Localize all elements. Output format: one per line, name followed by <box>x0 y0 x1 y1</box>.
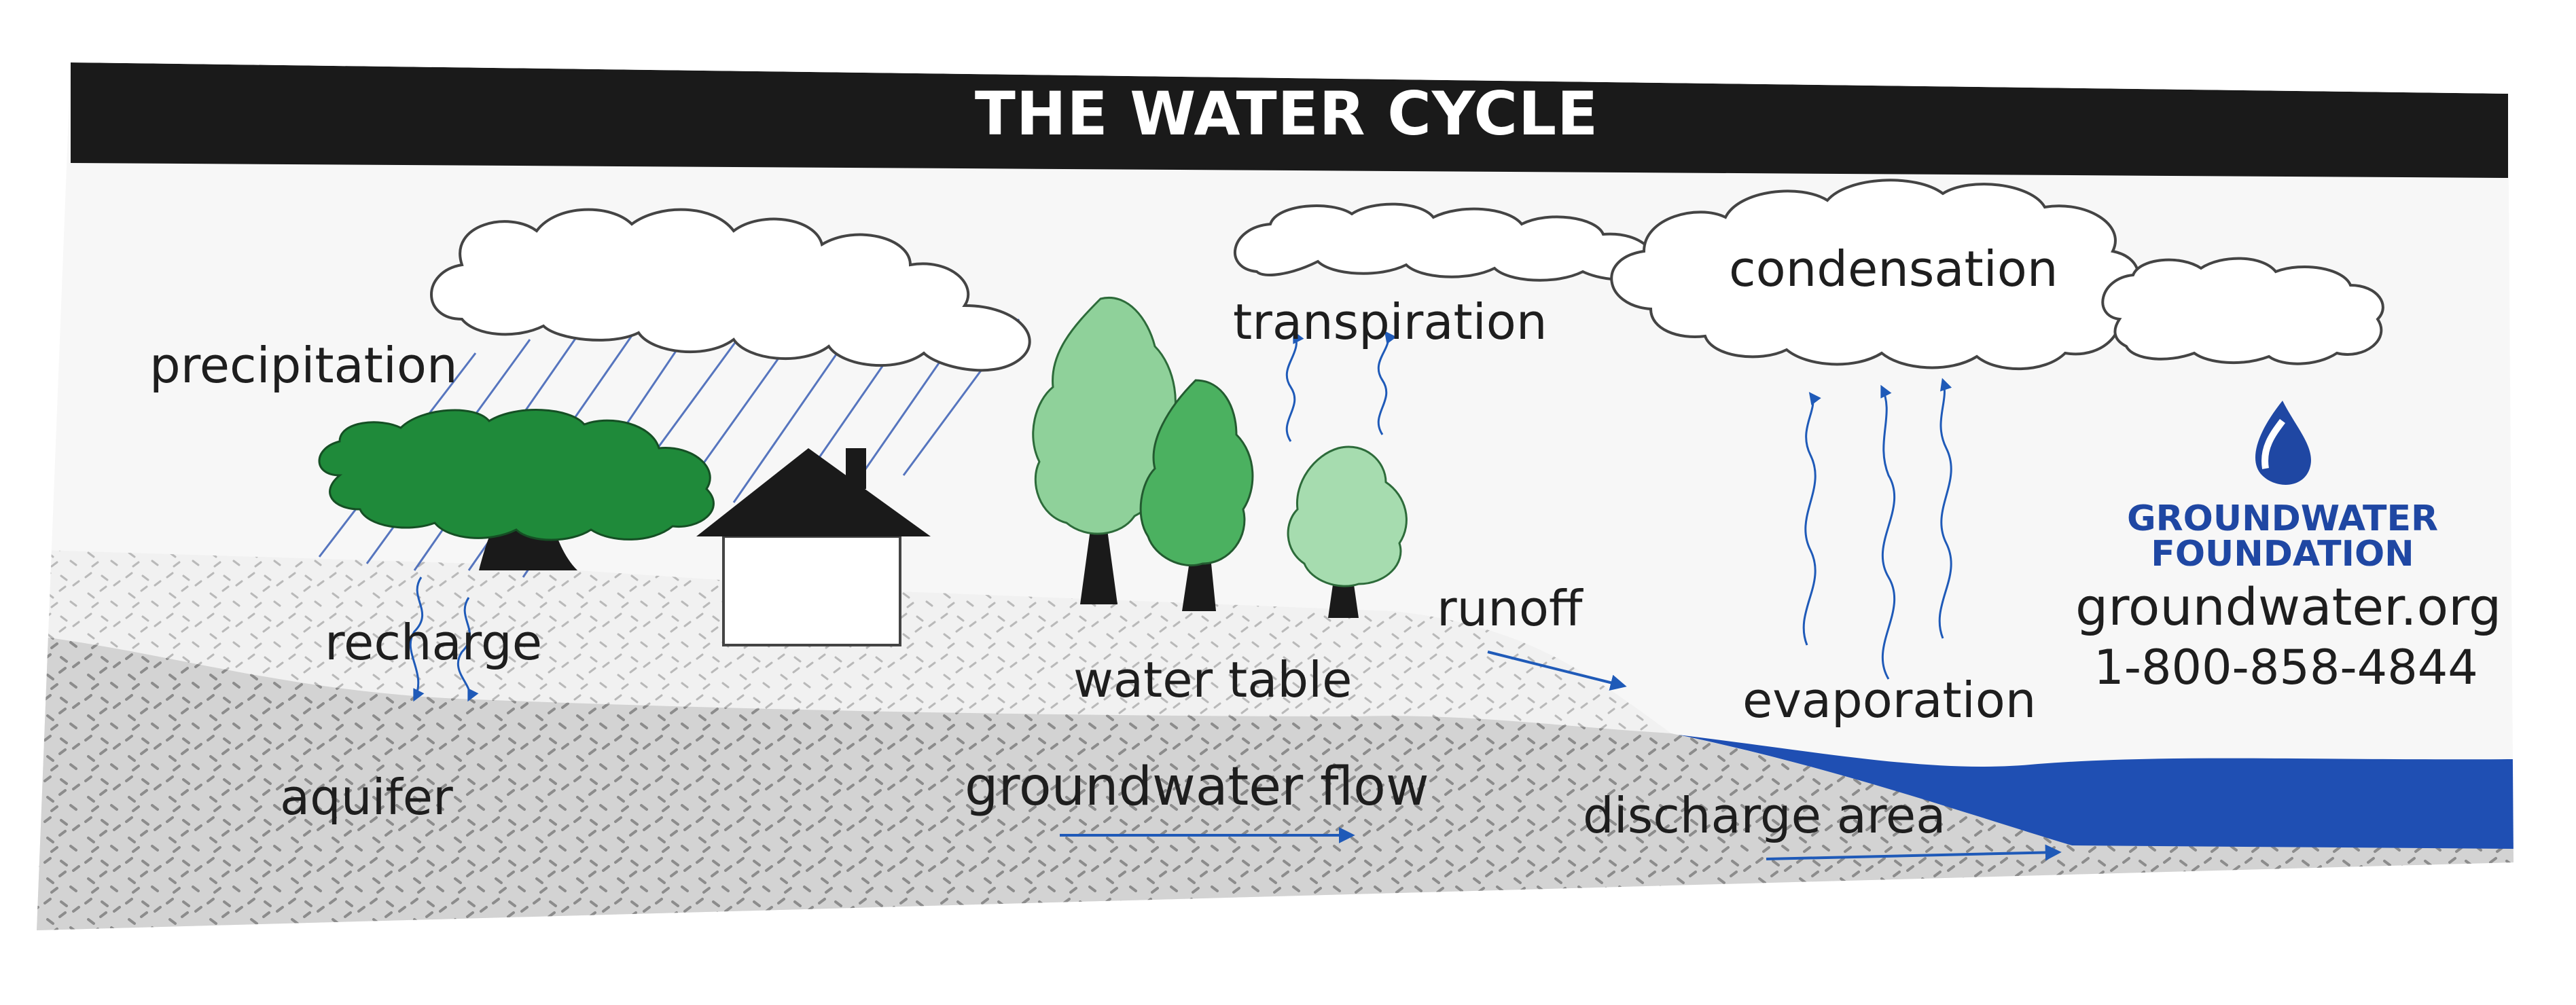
page-title: THE WATER CYCLE <box>974 78 1599 149</box>
label-precipitation: precipitation <box>149 337 458 394</box>
tree-green-medium <box>1139 379 1254 611</box>
org-name-line2: FOUNDATION <box>2151 534 2414 574</box>
cloud-middle <box>1234 202 1656 282</box>
tree-light-green-tall <box>1032 297 1177 604</box>
label-discharge-area: discharge area <box>1583 787 1946 844</box>
cloud-condensation <box>1610 179 2140 371</box>
label-water-table: water table <box>1073 651 1353 708</box>
cloud-right <box>2101 257 2384 365</box>
label-condensation: condensation <box>1729 240 2058 297</box>
label-runoff: runoff <box>1437 580 1583 637</box>
evaporation-arrows <box>1802 378 1952 680</box>
cloud-left <box>430 208 1031 372</box>
discharge-arrow <box>1766 844 2062 861</box>
transpiration-arrows <box>1285 330 1397 442</box>
recharge-arrows <box>409 577 479 702</box>
label-recharge: recharge <box>325 614 542 671</box>
org-name-line1: GROUNDWATER <box>2126 498 2439 539</box>
water-body <box>1678 735 2514 849</box>
title-bar <box>71 62 2508 178</box>
water-drop-icon <box>2255 401 2311 485</box>
org-phone: 1-800-858-4844 <box>2094 640 2478 695</box>
org-website: groundwater.org <box>2075 577 2502 637</box>
label-groundwater-flow: groundwater flow <box>965 756 1429 818</box>
house <box>696 448 931 646</box>
runoff-arrow <box>1487 651 1627 691</box>
label-transpiration: transpiration <box>1233 293 1548 350</box>
tree-light-green-small <box>1287 445 1408 618</box>
aquifer-layer <box>37 635 2514 930</box>
tree-dark-green <box>318 409 715 570</box>
label-evaporation: evaporation <box>1742 672 2037 729</box>
label-aquifer: aquifer <box>280 769 453 826</box>
